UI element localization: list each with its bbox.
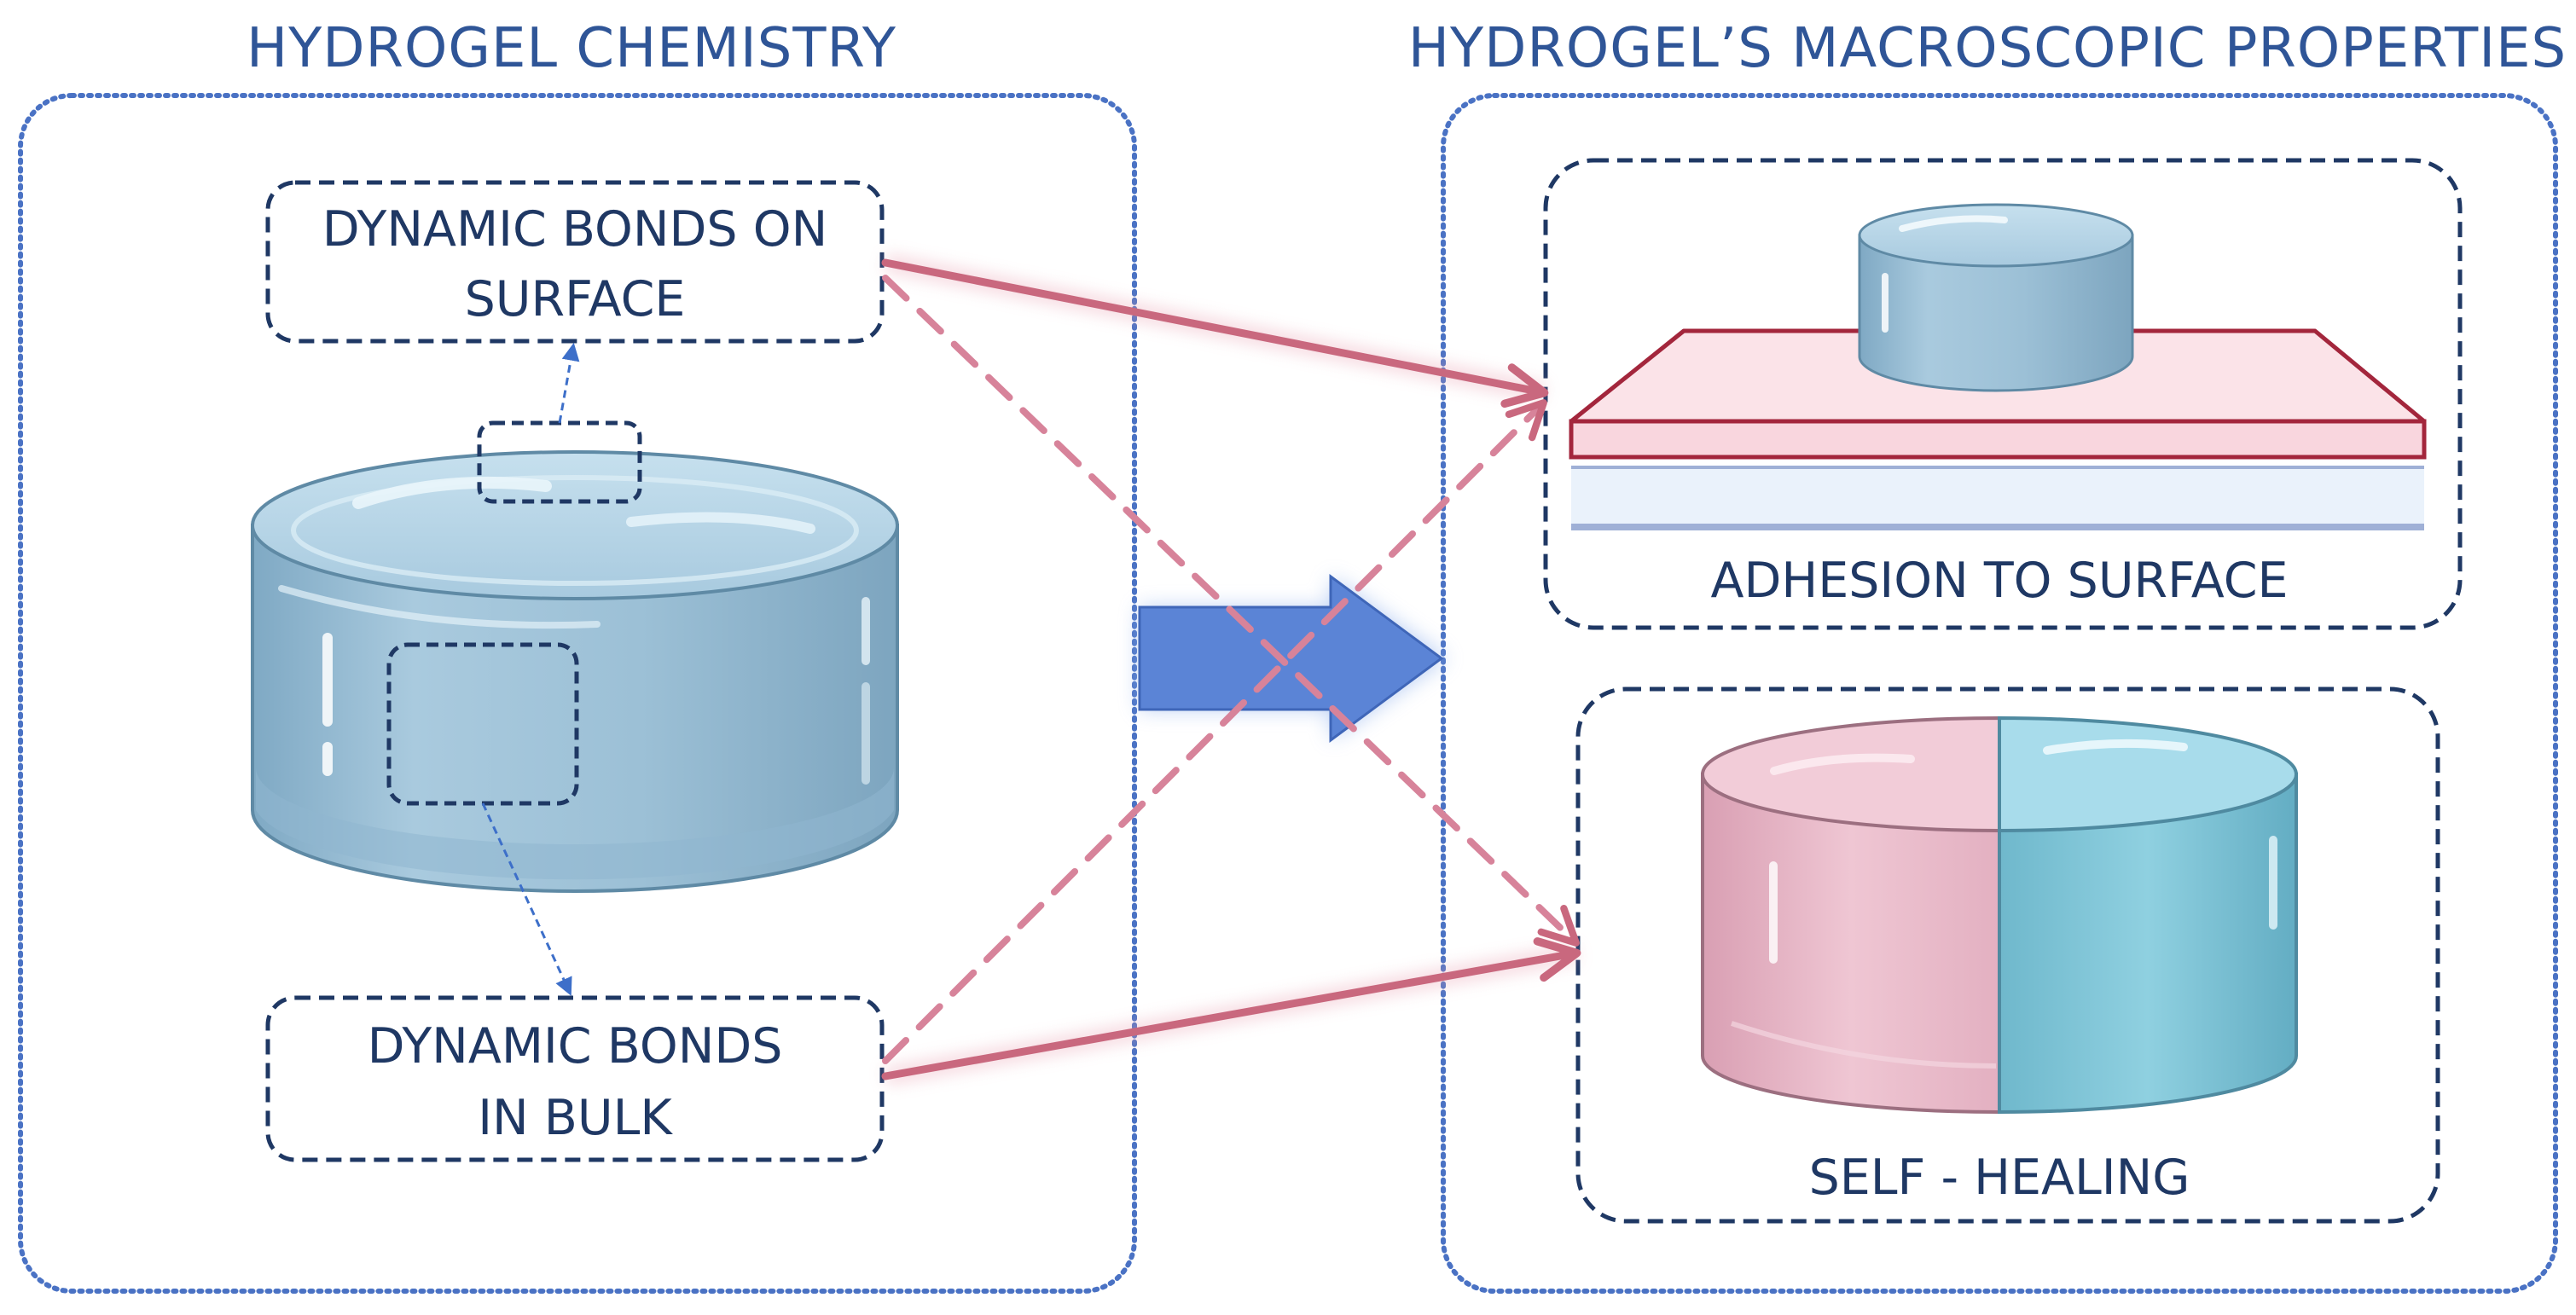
surface-box-line-1: DYNAMIC BONDS ON xyxy=(322,201,827,258)
self-healing-label: SELF - HEALING xyxy=(1809,1150,2190,1206)
hydrogel-cylinder xyxy=(251,450,899,893)
right-panel: HYDROGEL’S MACROSCOPIC PROPERTIES ADHESI… xyxy=(1408,17,2567,1294)
bulk-to-healing-arrow xyxy=(881,937,1581,1080)
bulk-zoom-arrow xyxy=(481,802,572,996)
left-panel: HYDROGEL CHEMISTRY DYNAMIC BONDS ON SURF… xyxy=(18,17,1137,1294)
bulk-box-line-2: IN BULK xyxy=(478,1090,673,1146)
healing-gel-cylinder xyxy=(1700,715,2299,1115)
surface-zoom-arrow xyxy=(558,342,580,424)
surface-box-line-2: SURFACE xyxy=(465,271,686,327)
bulk-bonds-box: DYNAMIC BONDS IN BULK xyxy=(265,995,885,1162)
left-panel-title: HYDROGEL CHEMISTRY xyxy=(247,17,896,80)
surface-to-adhesion-arrow xyxy=(881,258,1549,408)
surface-to-healing-dashed-arrow xyxy=(882,275,1580,947)
right-panel-frame xyxy=(1441,93,2558,1294)
relationship-arrows xyxy=(881,253,1581,1086)
bulk-box-line-1: DYNAMIC BONDS xyxy=(368,1018,783,1075)
adhesion-box: ADHESION TO SURFACE xyxy=(1543,158,2463,630)
self-healing-box: SELF - HEALING xyxy=(1575,686,2440,1224)
left-panel-frame xyxy=(18,93,1137,1294)
bulk-to-adhesion-dashed-arrow xyxy=(882,399,1547,1064)
transition-arrow xyxy=(1138,574,1447,743)
adhesion-gel-puck xyxy=(1858,203,2134,392)
right-panel-title: HYDROGEL’S MACROSCOPIC PROPERTIES xyxy=(1408,17,2567,80)
adhesion-label: ADHESION TO SURFACE xyxy=(1710,553,2288,609)
surface-bonds-box: DYNAMIC BONDS ON SURFACE xyxy=(265,180,885,344)
